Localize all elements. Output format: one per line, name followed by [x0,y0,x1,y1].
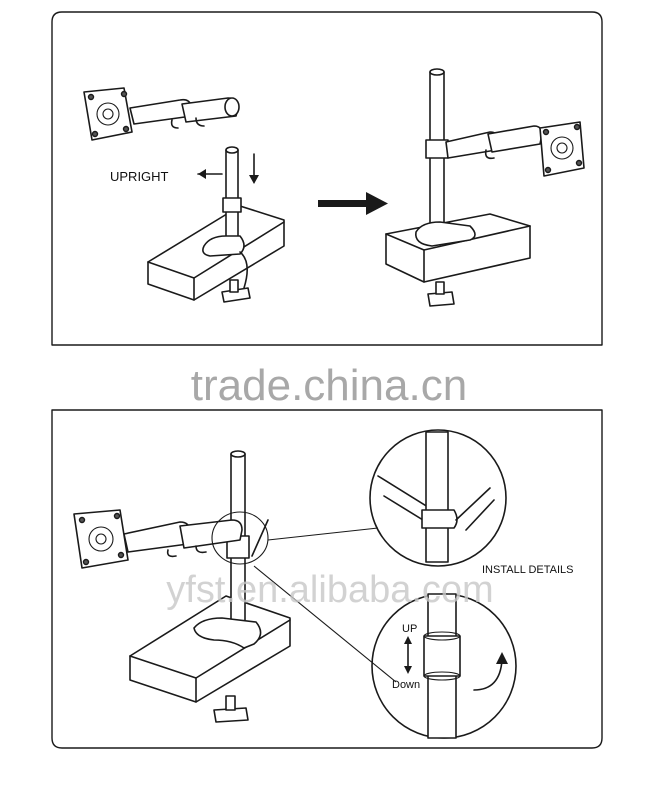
upright-label: UPRIGHT [110,169,169,184]
install-details-label: INSTALL DETAILS [482,564,574,576]
rotate-arrow-icon [473,659,503,691]
detail-circle-top [369,429,507,567]
arrow-down-head-icon [249,175,259,184]
pole-inserted-in-desk [147,146,285,303]
detail-focus-ring [211,511,269,565]
watermark-secondary: yfst.en.alibaba.com [166,569,493,611]
watermark-primary: trade.china.cn [191,361,467,410]
down-label: Down [392,679,420,691]
up-label: UP [402,623,417,635]
vesa-plate [73,509,129,569]
detail-circle-bottom [371,593,517,739]
monitor-arm-detached [83,87,240,141]
transition-arrow-icon [318,192,388,215]
assembled-mount [385,68,585,307]
bottom-panel: INSTALL DETAILS UP Down [51,409,603,749]
top-panel: UPRIGHT [51,11,603,346]
arrow-left-head-icon [198,169,206,179]
